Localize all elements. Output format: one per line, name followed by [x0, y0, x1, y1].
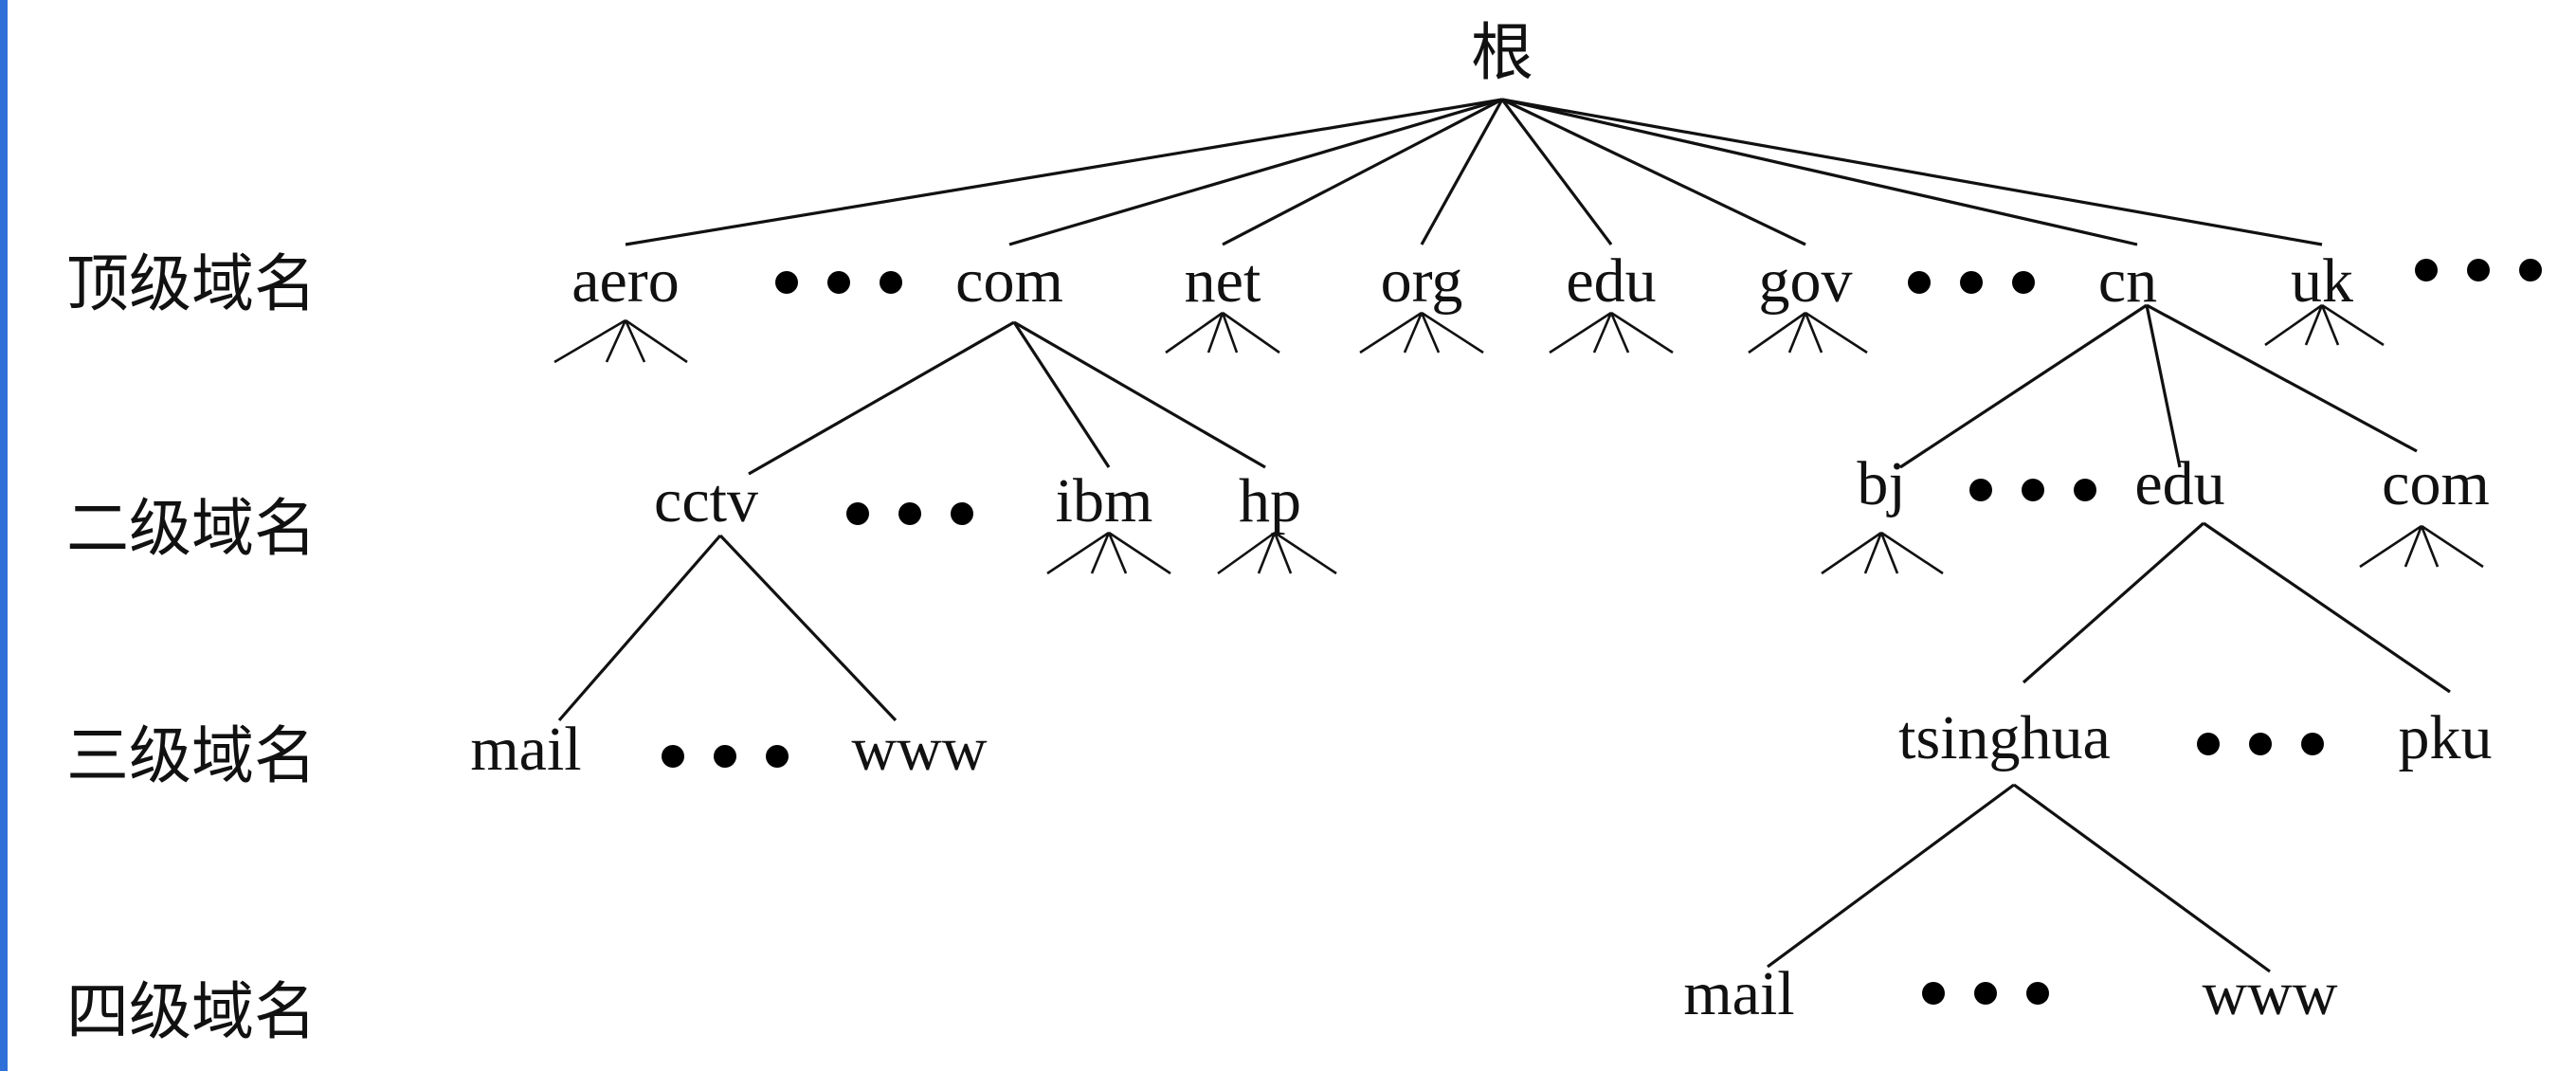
root-edges — [625, 98, 2323, 246]
node-edu: edu — [1566, 246, 1656, 316]
subtree-fan-icon — [1359, 311, 1484, 354]
node-hp: hp — [1239, 466, 1301, 536]
subtree-fan-icon — [1165, 311, 1280, 354]
level-label-top: 顶级域名 — [66, 247, 317, 320]
ellipsis-icon — [1908, 271, 2035, 294]
node-cctv-mail: mail — [470, 715, 581, 784]
subtree-fan-icon — [553, 318, 688, 364]
edu-edges — [2022, 521, 2451, 694]
node-bj: bj — [1857, 449, 1905, 518]
node-ibm: ibm — [1056, 466, 1153, 536]
node-cctv-www: www — [852, 715, 988, 784]
ellipsis-icon — [2197, 733, 2324, 755]
node-gov: gov — [1759, 246, 1853, 316]
root-node: 根 — [1471, 16, 1533, 89]
ellipsis-icon — [662, 745, 789, 768]
node-aero: aero — [571, 246, 680, 316]
node-uk: uk — [2291, 246, 2353, 316]
ellipsis-icon — [1969, 479, 2096, 501]
node-org: org — [1381, 246, 1463, 316]
com-edges — [748, 320, 1266, 476]
node-cn-com: com — [2382, 449, 2490, 518]
ellipsis-icon — [1922, 982, 2049, 1005]
subtree-fan-icon — [1217, 531, 1337, 575]
subtree-fan-icon — [1046, 531, 1171, 575]
ellipsis-icon — [846, 502, 973, 525]
level-label-third: 三级域名 — [66, 719, 317, 792]
node-com: com — [955, 246, 1063, 316]
subtree-fan-icon — [1549, 311, 1674, 354]
subtree-fan-icon — [1748, 311, 1868, 354]
cn-edges — [1899, 303, 2418, 469]
subtree-fan-icon — [2359, 524, 2484, 569]
subtree-fan-icon — [2264, 303, 2385, 347]
window-left-border — [0, 0, 8, 1071]
node-cctv: cctv — [654, 466, 758, 536]
node-tsinghua-mail: mail — [1683, 959, 1794, 1028]
level-label-fourth: 四级域名 — [66, 975, 317, 1048]
ellipsis-icon — [775, 271, 902, 294]
node-tsinghua-www: www — [2203, 959, 2338, 1028]
level-label-second: 二级域名 — [66, 492, 317, 565]
ellipsis-icon — [2415, 259, 2542, 281]
node-cn-edu: edu — [2134, 449, 2224, 518]
node-pku: pku — [2399, 703, 2493, 772]
tsinghua-edges — [1767, 783, 2271, 973]
node-net: net — [1185, 246, 1261, 316]
cctv-edges — [557, 534, 898, 722]
subtree-fan-icon — [1821, 531, 1944, 575]
node-tsinghua: tsinghua — [1898, 703, 2111, 772]
